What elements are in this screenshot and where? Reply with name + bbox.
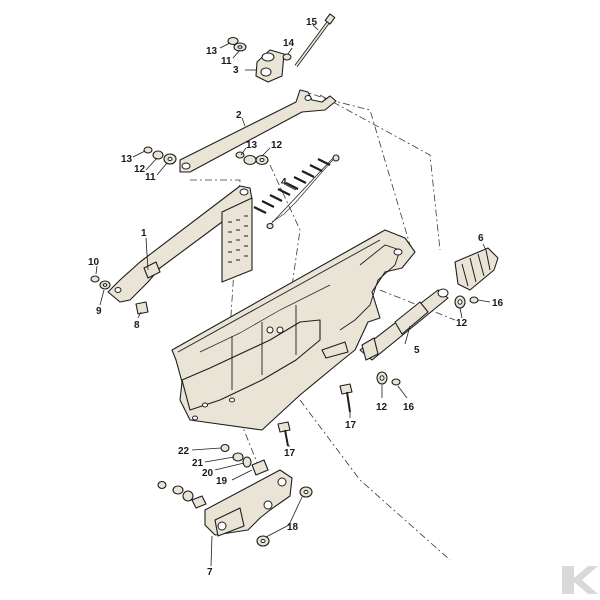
callout-6: 6 — [478, 233, 484, 244]
callout-3: 3 — [233, 65, 239, 76]
callout-17-left: 17 — [284, 448, 296, 459]
callout-5: 5 — [414, 345, 420, 356]
hardware-cylinder-end — [376, 295, 479, 386]
callout-7: 7 — [207, 567, 213, 578]
callout-9: 9 — [96, 306, 102, 317]
part-4-coil-spring — [253, 154, 340, 230]
callout-13-mid: 13 — [246, 140, 258, 151]
callout-12-lower: 12 — [376, 402, 388, 413]
part-6-rubber-boot — [454, 247, 499, 291]
callout-11-top: 11 — [221, 56, 232, 67]
callout-labels: 15 14 13 11 3 2 13 12 11 13 12 4 1 10 9 … — [88, 17, 504, 578]
part-15-long-bolt — [294, 13, 336, 68]
hardware-bracket — [157, 443, 313, 547]
callout-20: 20 — [202, 468, 214, 479]
main-frame-chassis — [171, 229, 416, 431]
callout-12-mid: 12 — [271, 140, 283, 151]
callout-19: 19 — [216, 476, 228, 487]
part-5-hydraulic-cylinder — [359, 288, 449, 361]
callout-13-top: 13 — [206, 46, 218, 57]
callout-17-right: 17 — [345, 420, 357, 431]
leader-lines — [95, 24, 491, 567]
part-3-pivot-bracket — [255, 49, 285, 83]
callout-12-left: 12 — [134, 164, 146, 175]
callout-4: 4 — [281, 177, 287, 188]
callout-8: 8 — [134, 320, 140, 331]
callout-2: 2 — [236, 110, 242, 121]
callout-21: 21 — [192, 458, 204, 469]
callout-16-lower: 16 — [403, 402, 415, 413]
part-2-upper-lever — [179, 89, 337, 173]
hardware-top-left — [227, 36, 292, 61]
kramp-k-logo-icon — [562, 566, 598, 594]
part-17-bolts — [277, 383, 353, 447]
callout-18: 18 — [287, 522, 299, 533]
hardware-lever-washers — [143, 146, 269, 166]
callout-15: 15 — [306, 17, 318, 28]
callout-14: 14 — [283, 38, 295, 49]
callout-12-right: 12 — [456, 318, 468, 329]
callout-13-left: 13 — [121, 154, 133, 165]
part-7-lower-bracket — [204, 469, 293, 537]
hardware-arm-pivot — [90, 275, 149, 315]
callout-11-left: 11 — [145, 172, 156, 183]
callout-22: 22 — [178, 446, 190, 457]
callout-10: 10 — [88, 257, 100, 268]
callout-16-right: 16 — [492, 298, 504, 309]
part-1-main-arm — [107, 185, 253, 303]
callout-1: 1 — [141, 228, 147, 239]
